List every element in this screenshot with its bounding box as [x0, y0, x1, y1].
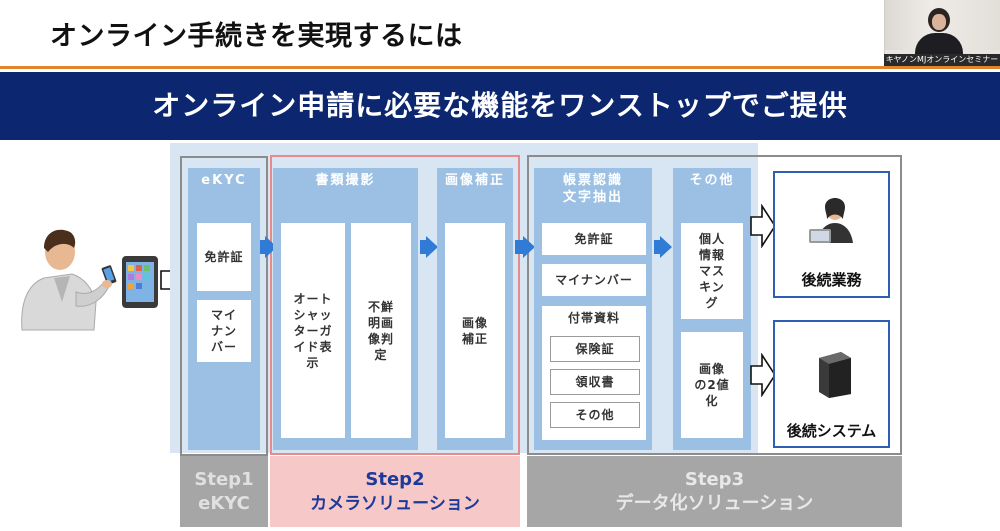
step2-footer: Step2 カメラソリューション: [270, 456, 520, 527]
server-icon: [819, 352, 851, 398]
output-business-box: 後続業務: [773, 171, 890, 298]
attachment-insurance-card: 保険証: [550, 336, 640, 362]
output-system-label: 後続システム: [786, 422, 877, 440]
step3-label: Step3: [684, 468, 745, 490]
operator-icon: [809, 198, 853, 243]
output-arrow-icon: [750, 204, 776, 248]
capture-card-blur-check: 不鮮明画像判定: [351, 223, 411, 438]
flow-arrow-icon: [426, 236, 438, 258]
other-card-masking: 個人情報マスキング: [681, 223, 743, 319]
step1-label: Step1: [194, 468, 254, 490]
attachments-title: 付帯資料: [567, 311, 620, 325]
ocr-card-mynumber: マイナンバー: [542, 264, 646, 296]
banner-text: オンライン申請に必要な機能をワンストップでご提供: [152, 89, 848, 122]
step2-label: Step2: [365, 468, 425, 490]
ocr-card-license: 免許証: [542, 223, 646, 255]
output-system-box: 後続システム: [773, 320, 890, 448]
attachment-other: その他: [550, 402, 640, 428]
banner: [0, 72, 1000, 140]
step3-footer: Step3 データ化ソリューション: [527, 456, 902, 527]
step3-frame: [527, 155, 902, 455]
video-label: キヤノンMJオンラインセミナー: [884, 54, 1000, 66]
other-card-binarize: 画像の2値化: [681, 332, 743, 438]
other-column-title: その他: [689, 173, 735, 188]
step2-sublabel: カメラソリューション: [310, 493, 480, 514]
ocr-column-title: 帳票認識文字抽出: [562, 173, 623, 205]
step2-frame: [270, 155, 520, 455]
ekyc-card-license: 免許証: [197, 223, 251, 291]
step1-sublabel: eKYC: [198, 492, 250, 514]
step1-frame: [180, 156, 268, 456]
flow-arrow-icon: [660, 236, 672, 258]
person-with-phone-icon: [21, 229, 158, 331]
accent-line: [0, 66, 1000, 69]
correction-column-title: 画像補正: [445, 173, 506, 188]
capture-card-auto-shutter: オートシャッターガイド表示: [281, 223, 345, 438]
presenter-video[interactable]: [884, 0, 1000, 66]
flow-arrow-icon: [523, 236, 535, 258]
output-arrow-icon: [750, 353, 776, 397]
slide-title: オンライン手続きを実現するには: [50, 21, 463, 52]
output-business-label: 後続業務: [801, 271, 862, 289]
step1-footer: Step1 eKYC: [180, 456, 268, 527]
presenter-face: [932, 14, 946, 30]
step3-sublabel: データ化ソリューション: [615, 492, 814, 514]
attachment-receipt: 領収書: [550, 369, 640, 395]
ekyc-card-mynumber: マイナンバー: [197, 300, 251, 362]
capture-column-title: 書類撮影: [315, 173, 376, 188]
correction-card: 画像補正: [445, 223, 505, 438]
presenter-body: [915, 33, 963, 57]
ekyc-column-title: eKYC: [201, 173, 247, 188]
